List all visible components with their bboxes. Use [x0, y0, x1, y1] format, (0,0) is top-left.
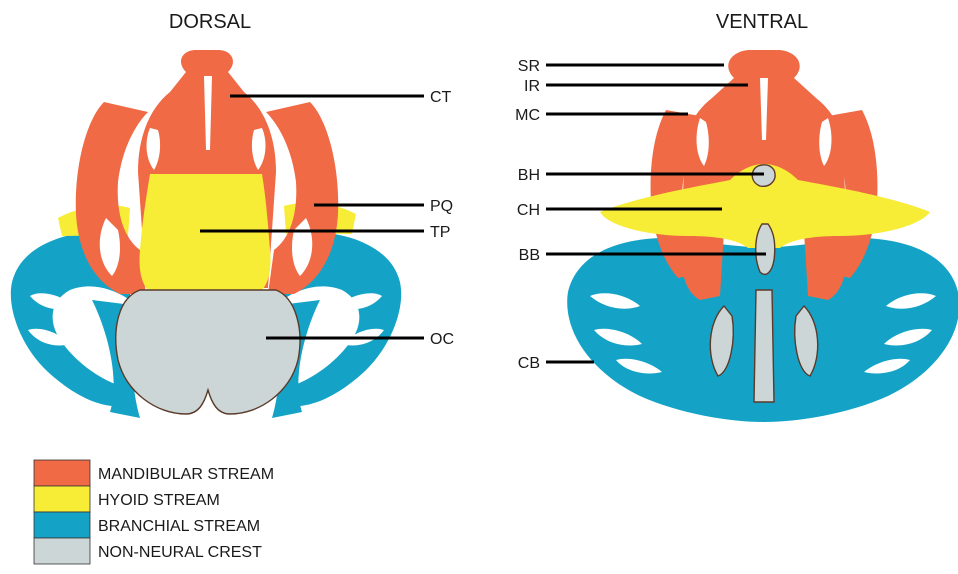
ventral-basibranchial	[756, 224, 775, 274]
legend-swatch-branchial	[34, 512, 90, 538]
dorsal-skull	[11, 50, 401, 418]
label-pq: PQ	[430, 198, 453, 215]
ventral-skull	[567, 50, 958, 422]
legend-label-branchial: BRANCHIAL STREAM	[98, 518, 260, 535]
label-ir: IR	[524, 78, 540, 95]
label-oc: OC	[430, 331, 454, 348]
label-ch: CH	[517, 202, 540, 219]
label-tp: TP	[430, 224, 450, 241]
legend-label-hyoid: HYOID STREAM	[98, 492, 220, 509]
legend: MANDIBULAR STREAM HYOID STREAM BRANCHIAL…	[34, 460, 274, 564]
legend-label-mandibular: MANDIBULAR STREAM	[98, 466, 274, 483]
label-ct: CT	[430, 89, 452, 106]
dorsal-occipital-region	[116, 290, 300, 414]
legend-swatch-mandibular	[34, 460, 90, 486]
label-sr: SR	[518, 58, 540, 75]
label-bh: BH	[518, 167, 540, 184]
label-cb: CB	[518, 355, 540, 372]
legend-label-non-neural: NON-NEURAL CREST	[98, 544, 262, 561]
ventral-view-title: VENTRAL	[716, 11, 808, 33]
dorsal-view-title: DORSAL	[169, 11, 251, 33]
legend-swatch-non-neural	[34, 538, 90, 564]
legend-swatch-hyoid	[34, 486, 90, 512]
label-mc: MC	[515, 107, 540, 124]
ventral-basihyal	[752, 165, 775, 187]
ventral-notochord	[754, 290, 774, 402]
label-bb: BB	[519, 247, 540, 264]
